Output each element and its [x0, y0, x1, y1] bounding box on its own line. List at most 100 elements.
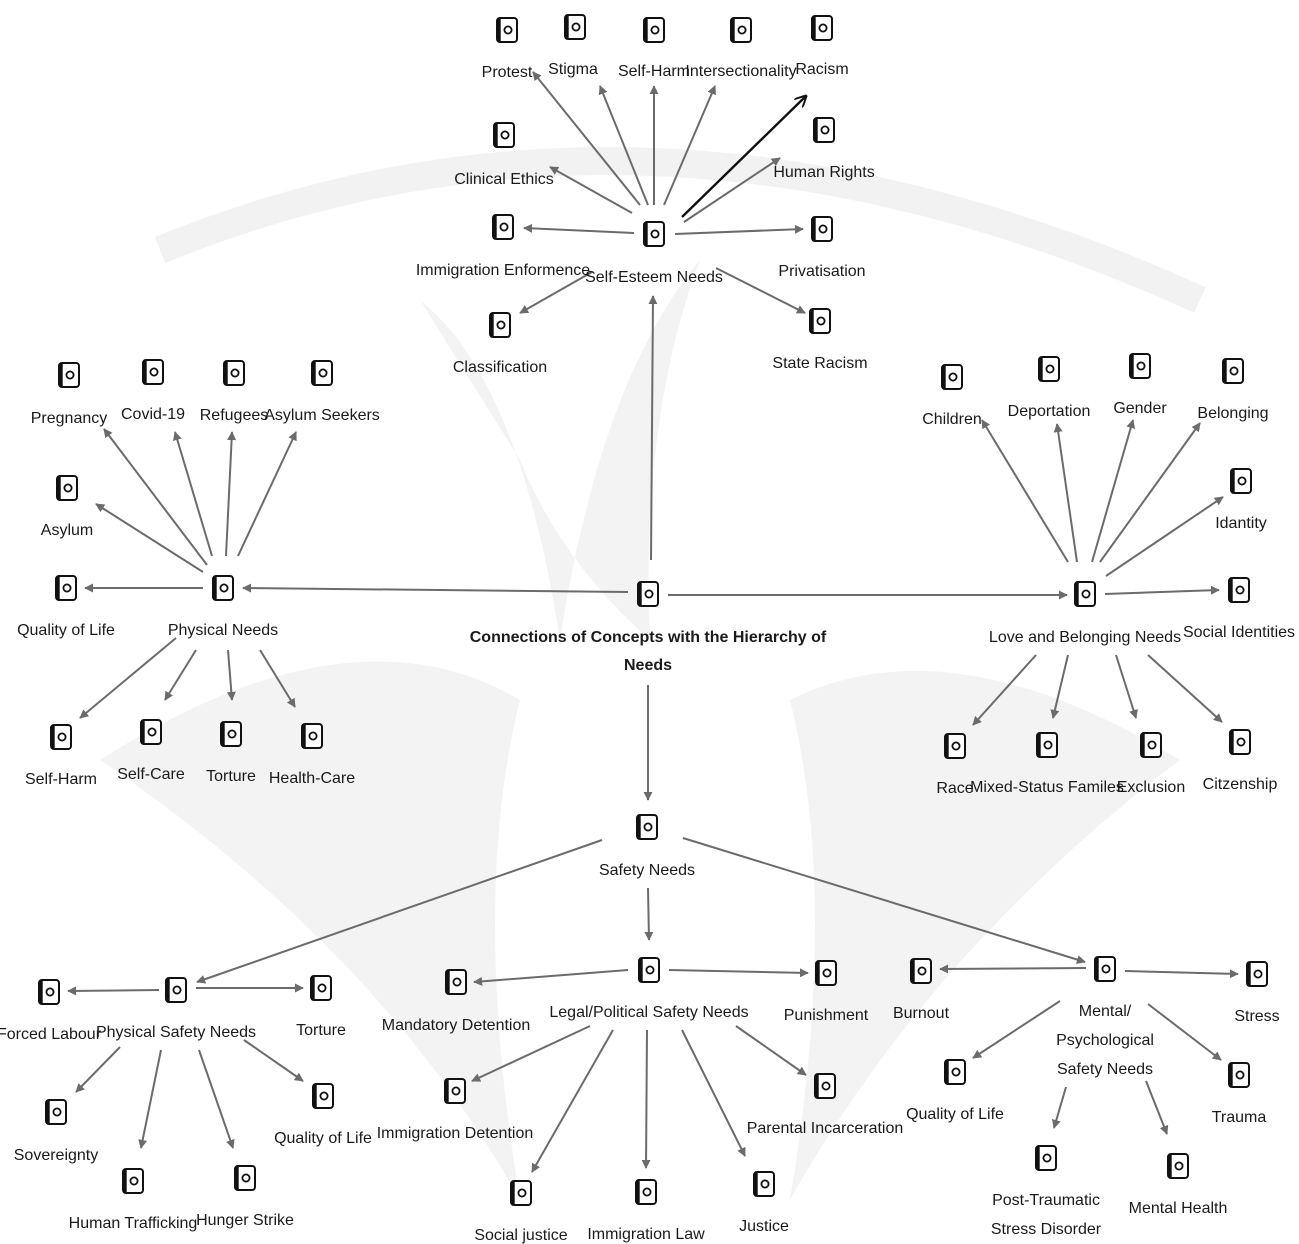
node-mixed-status[interactable]: Mixed-Status Familes	[970, 732, 1124, 796]
document-node-icon	[1167, 1153, 1189, 1179]
node-torture-bottom[interactable]: Torture	[296, 975, 346, 1039]
node-justice[interactable]: Justice	[739, 1171, 789, 1235]
node-trauma[interactable]: Trauma	[1212, 1062, 1267, 1126]
node-covid[interactable]: Covid-19	[121, 359, 185, 423]
node-safety[interactable]: Safety Needs	[599, 814, 695, 879]
node-qol-left[interactable]: Quality of Life	[17, 575, 115, 639]
node-torture-left[interactable]: Torture	[206, 721, 256, 785]
node-asylum-seekers[interactable]: Asylum Seekers	[264, 360, 380, 424]
node-human-rights[interactable]: Human Rights	[773, 117, 875, 181]
document-node-icon	[223, 360, 245, 386]
node-racism[interactable]: Racism	[795, 15, 849, 78]
node-mandatory-detention[interactable]: Mandatory Detention	[382, 969, 531, 1034]
node-label: Refugees	[200, 407, 269, 424]
node-label: Torture	[206, 768, 256, 785]
node-deportation[interactable]: Deportation	[1008, 356, 1091, 420]
node-state-racism[interactable]: State Racism	[772, 308, 868, 372]
node-label: Exclusion	[1117, 779, 1185, 796]
node-legal[interactable]: Legal/Political Safety Needs	[549, 957, 749, 1021]
edge-legal-to-mandatory-detention	[473, 969, 629, 986]
document-node-icon	[311, 360, 333, 386]
node-hunger-strike[interactable]: Hunger Strike	[196, 1165, 294, 1229]
watermark-logo	[100, 147, 1206, 1200]
node-clinical-ethics[interactable]: Clinical Ethics	[454, 122, 554, 188]
node-children[interactable]: Children	[922, 364, 982, 428]
edge-physical-to-asylum	[95, 503, 204, 573]
node-label: Children	[922, 411, 982, 428]
node-center[interactable]	[637, 581, 659, 607]
node-health-care[interactable]: Health-Care	[269, 723, 355, 787]
node-phys-safety[interactable]: Physical Safety Needs	[96, 977, 256, 1041]
node-human-trafficking[interactable]: Human Trafficking	[69, 1168, 198, 1232]
node-race[interactable]: Race	[936, 733, 974, 797]
document-node-icon	[814, 1073, 836, 1099]
node-forced-labour[interactable]: Forced Labour	[0, 979, 102, 1043]
node-qol-bottom-left[interactable]: Quality of Life	[274, 1083, 372, 1147]
node-idantity[interactable]: Idantity	[1215, 468, 1267, 532]
node-physical[interactable]: Physical Needs	[168, 575, 278, 639]
node-label: Hunger Strike	[196, 1212, 294, 1229]
node-refugees[interactable]: Refugees	[200, 360, 269, 424]
node-self-harm-top[interactable]: Self-Harm	[618, 17, 690, 80]
edge-self-esteem-to-classification	[519, 271, 593, 314]
edge-self-esteem-to-stigma	[598, 85, 649, 206]
node-intersectionality[interactable]: Intersectionality	[685, 17, 797, 80]
edge-love-to-belonging	[1099, 422, 1201, 563]
document-node-icon	[813, 117, 835, 143]
edge-self-esteem-to-immigration-enforcement	[523, 223, 635, 234]
edge-mental-to-trauma	[1147, 1003, 1222, 1061]
node-label: Stigma	[548, 61, 598, 78]
node-self-care[interactable]: Self-Care	[117, 719, 185, 783]
node-immigration-law[interactable]: Immigration Law	[587, 1179, 705, 1243]
edge-physical-to-pregnancy	[103, 428, 208, 566]
node-stress[interactable]: Stress	[1234, 961, 1280, 1025]
edge-legal-to-punishment	[668, 968, 809, 978]
node-asylum[interactable]: Asylum	[41, 475, 93, 539]
node-label: Torture	[296, 1022, 346, 1039]
title-line-1: Connections of Concepts with the Hierarc…	[470, 629, 827, 646]
document-node-icon	[140, 719, 162, 745]
document-node-icon	[212, 575, 234, 601]
node-belonging[interactable]: Belonging	[1197, 358, 1269, 422]
node-gender[interactable]: Gender	[1113, 353, 1167, 417]
document-node-icon	[45, 1099, 67, 1125]
edge-self-esteem-to-intersectionality	[663, 85, 716, 206]
edge-love-to-social-identities	[1104, 585, 1220, 595]
document-node-icon	[496, 17, 518, 43]
node-love[interactable]: Love and Belonging Needs	[989, 581, 1181, 646]
node-label: Pregnancy	[31, 410, 108, 427]
node-pregnancy[interactable]: Pregnancy	[31, 362, 108, 427]
node-mental-health[interactable]: Mental Health	[1129, 1153, 1228, 1217]
edge-love-to-children	[981, 419, 1069, 563]
node-parental-incarceration[interactable]: Parental Incarceration	[747, 1073, 904, 1137]
node-classification[interactable]: Classification	[453, 312, 547, 376]
node-immigration-enforcement[interactable]: Immigration Enformence	[416, 214, 590, 279]
edge-self-esteem-to-privatisation	[674, 224, 804, 235]
node-self-harm-left[interactable]: Self-Harm	[25, 724, 97, 788]
node-sovereignty[interactable]: Sovereignty	[14, 1099, 99, 1164]
node-immigration-detention[interactable]: Immigration Detention	[377, 1078, 534, 1142]
node-protest[interactable]: Protest	[482, 17, 533, 81]
node-citizenship[interactable]: Citzenship	[1203, 729, 1278, 793]
node-self-esteem[interactable]: Self-Esteem Needs	[585, 221, 723, 286]
node-label: Covid-19	[121, 406, 185, 423]
node-qol-bottom-right[interactable]: Quality of Life	[906, 1059, 1004, 1123]
document-node-icon	[1140, 732, 1162, 758]
node-label: Quality of Life	[274, 1130, 372, 1147]
node-burnout[interactable]: Burnout	[893, 958, 950, 1022]
node-label: Quality of Life	[17, 622, 115, 639]
node-label: Immigration Detention	[377, 1125, 534, 1142]
node-label: Human Trafficking	[69, 1215, 198, 1232]
node-exclusion[interactable]: Exclusion	[1117, 732, 1185, 796]
node-social-justice[interactable]: Social justice	[474, 1180, 568, 1244]
node-social-identities[interactable]: Social Identities	[1183, 577, 1295, 641]
node-stigma[interactable]: Stigma	[548, 14, 598, 78]
node-privatisation[interactable]: Privatisation	[778, 216, 866, 280]
document-node-icon	[941, 364, 963, 390]
node-punishment[interactable]: Punishment	[784, 960, 869, 1024]
edge-phys-safety-to-hunger-strike	[198, 1049, 235, 1149]
